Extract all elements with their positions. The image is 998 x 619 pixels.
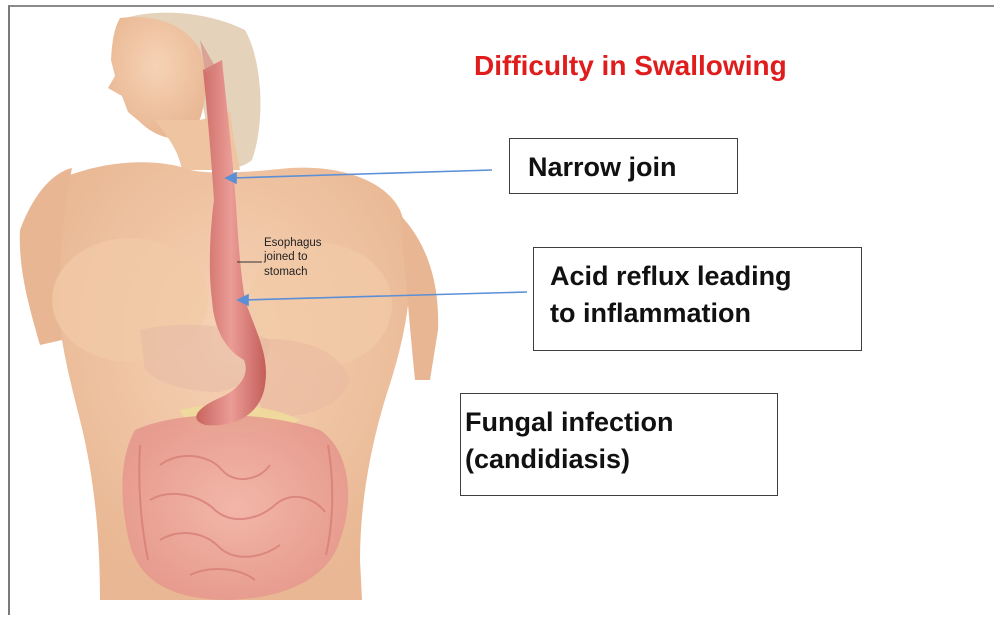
intestine-shape — [122, 415, 348, 600]
callout-fungal-infection: Fungal infection (candidiasis) — [460, 393, 778, 496]
callout-text: Acid reflux leading — [550, 258, 861, 295]
callout-acid-reflux: Acid reflux leading to inflammation — [533, 247, 862, 351]
esophagus-label-line-2: joined to — [264, 250, 322, 264]
esophagus-label-line-1: Esophagus — [264, 236, 322, 250]
callout-text: to inflammation — [550, 295, 861, 332]
callout-narrow-join: Narrow join — [509, 138, 738, 194]
callout-text: Narrow join — [528, 149, 737, 186]
esophagus-label-line-3: stomach — [264, 265, 322, 279]
callout-text: Fungal infection — [465, 404, 777, 441]
callout-text: (candidiasis) — [465, 441, 777, 478]
esophagus-label: Esophagus joined to stomach — [264, 236, 322, 279]
diagram-title: Difficulty in Swallowing — [474, 50, 787, 82]
